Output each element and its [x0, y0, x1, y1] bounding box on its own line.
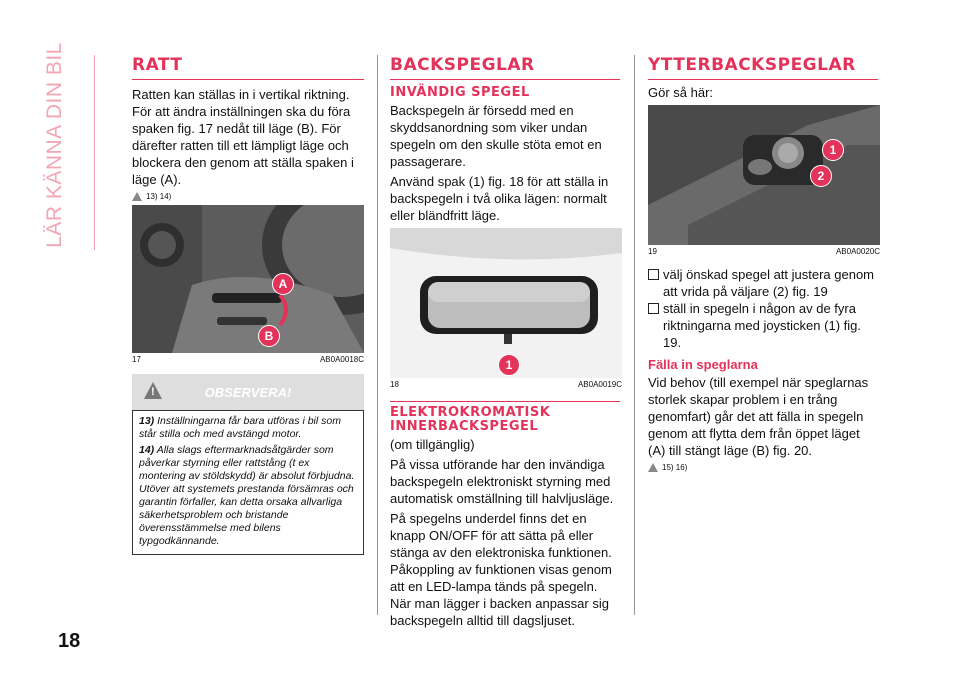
warning-item: 14) Alla slags eftermarknadsåtgärder som… — [139, 444, 355, 547]
chapter-sidebar: LÄR KÄNNA DIN BIL — [40, 40, 70, 250]
warning-body: 13) Inställningarna får bara utföras i b… — [132, 410, 364, 555]
figure-17-image: A B — [132, 205, 364, 353]
steering-column-illustration — [132, 205, 364, 353]
warning-header: OBSERVERA! — [132, 374, 364, 410]
list-item: ställ in spegeln i någon av de fyra rikt… — [648, 300, 878, 351]
column-steering: RATT Ratten kan ställas in i vertikal ri… — [132, 55, 364, 555]
warning-box: OBSERVERA! 13) Inställningarna får bara … — [132, 374, 364, 555]
figure-caption: 17 AB0A0018C — [132, 355, 364, 364]
warning-title: OBSERVERA! — [204, 384, 292, 400]
paragraph: På spegelns underdel finns det en knapp … — [390, 511, 612, 628]
paragraph: Använd spak (1) fig. 18 för att ställa i… — [390, 174, 609, 223]
paragraph: På vissa utförande har den invändiga bac… — [390, 457, 614, 506]
figure-caption: 19 AB0A0020C — [648, 247, 880, 256]
bullet-box-icon — [648, 269, 659, 280]
paragraph: Gör så här: — [648, 85, 714, 100]
bullet-box-icon — [648, 303, 659, 314]
page-number: 18 — [58, 630, 81, 652]
mirror-control-illustration — [648, 105, 880, 245]
column-divider — [634, 55, 635, 615]
figure-code: AB0A0018C — [319, 355, 364, 364]
figure-19-image: 1 2 — [648, 105, 880, 245]
column-mirrors: BACKSPEGLAR INVÄNDIG SPEGEL Backspegeln … — [390, 55, 622, 632]
section-heading-backspeglar: BACKSPEGLAR — [390, 55, 620, 80]
figure-number: 18 — [390, 380, 399, 389]
section-heading-ratt: RATT — [132, 55, 364, 80]
rearview-mirror-illustration — [390, 228, 622, 378]
column-exterior-mirrors: YTTERBACKSPEGLAR Gör så här: 1 2 19 AB0A… — [648, 55, 880, 476]
figure-18-image: 1 — [390, 228, 622, 378]
callout-b: B — [258, 325, 280, 347]
figure-caption: 18 AB0A0019C — [390, 380, 622, 389]
subheading-elektrokromatisk: ELEKTROKROMATISK INNERBACKSPEGEL — [390, 401, 620, 434]
bullet-list: välj önskad spegel att justera genom att… — [648, 266, 878, 351]
figure-number: 17 — [132, 355, 141, 364]
warning-triangle-icon — [144, 382, 162, 399]
chapter-title: LÄR KÄNNA DIN BIL — [43, 42, 66, 248]
figure-code: AB0A0020C — [835, 247, 880, 256]
warning-reference: 13) 14) — [132, 192, 364, 201]
list-item: välj önskad spegel att justera genom att… — [648, 266, 878, 300]
callout-1: 1 — [498, 354, 520, 376]
figure-code: AB0A0019C — [577, 380, 622, 389]
paragraph: Vid behov (till exempel när speglarnas s… — [648, 375, 869, 458]
section-heading-ytterbackspeglar: YTTERBACKSPEGLAR — [648, 55, 878, 80]
warning-icon — [648, 463, 658, 472]
paragraph: Backspegeln är försedd med en skyddsanor… — [390, 103, 602, 169]
callout-2: 2 — [810, 165, 832, 187]
paragraph: (om tillgänglig) — [390, 437, 475, 452]
sidebar-divider — [94, 55, 95, 250]
subheading-invandig: INVÄNDIG SPEGEL — [390, 85, 530, 100]
figure-number: 19 — [648, 247, 657, 256]
callout-1: 1 — [822, 139, 844, 161]
warning-item: 13) Inställningarna får bara utföras i b… — [139, 415, 341, 440]
column-divider — [377, 55, 378, 615]
callout-a: A — [272, 273, 294, 295]
subheading-falla-in: Fälla in speglarna — [648, 357, 758, 372]
warning-reference: 15) 16) — [648, 463, 878, 472]
paragraph: Ratten kan ställas in i vertikal riktnin… — [132, 87, 354, 187]
warning-icon — [132, 192, 142, 201]
